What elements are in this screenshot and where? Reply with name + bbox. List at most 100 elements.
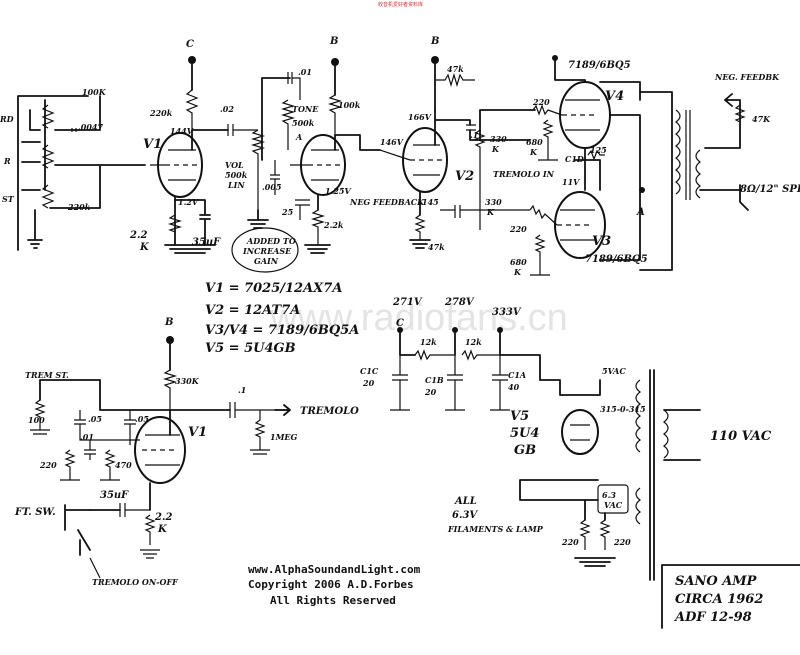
label-c05a: .05 — [88, 414, 102, 424]
label-tremolo-onoff: TREMOLO ON-OFF — [92, 577, 179, 587]
label-v5: V5 — [510, 409, 529, 424]
tube-list-v3v4: V3/V4 = 7189/6BQ5A — [205, 323, 359, 338]
label-12k-2: 12k — [465, 337, 482, 347]
label-node-a: A — [636, 207, 645, 218]
label-c01: .01 — [298, 67, 312, 77]
node-c-terminal — [188, 56, 196, 64]
label-c1b: .1 — [238, 385, 246, 395]
label-271v: 271V — [392, 297, 423, 308]
tone-section: .01 TONE 500k A .005 — [261, 67, 319, 195]
title-circa: CIRCA 1962 — [675, 592, 763, 607]
label-k2: K — [491, 144, 500, 154]
label-neg-feedback: NEG FEEDBACK — [349, 197, 425, 207]
label-tremolo-in: TREMOLO IN — [493, 169, 555, 179]
title-block: SANO AMP CIRCA 1962 ADF 12-98 — [661, 564, 800, 629]
label-5vac: 5VAC — [602, 366, 626, 376]
label-11v: 11V — [562, 177, 580, 187]
label-220c: 220 — [561, 537, 579, 547]
label-c1a: C1A — [508, 370, 526, 380]
label-220: 220 — [532, 97, 550, 107]
label-k1: K — [139, 242, 150, 253]
label-k5: K — [513, 267, 522, 277]
label-tone-500k: 500k — [292, 118, 315, 128]
label-100k: 100k — [338, 100, 361, 110]
label-c05b: .05 — [135, 414, 149, 424]
label-220b: 220 — [509, 224, 527, 234]
label-12k-1: 12k — [420, 337, 437, 347]
label-k4: K — [529, 147, 538, 157]
label-trem-st: TREM ST. — [25, 370, 69, 380]
label-470: 470 — [115, 460, 132, 470]
label-c005: .005 — [262, 182, 282, 192]
label-c1: .1 — [470, 130, 478, 140]
label-all-6-3v: 6.3V — [452, 510, 478, 521]
label-tremolo: TREMOLO — [300, 406, 359, 417]
power-supply: 271V 278V 333V C 12k 12k C1C 20 C1B 20 C… — [360, 297, 772, 581]
label-315: 315-0-315 — [600, 404, 646, 414]
label-vol-500k: 500k — [225, 170, 248, 180]
label-tube-top: 7189/6BQ5 — [568, 60, 631, 71]
label-added: ADDED TO — [246, 236, 296, 246]
label-node-b1: B — [329, 36, 338, 47]
label-333v: 333V — [492, 307, 522, 318]
label-6-3-vac: VAC — [604, 500, 623, 510]
label-spkr: 8Ω/12" SPKR — [740, 184, 800, 195]
label-v5-1: 5U4 — [510, 426, 539, 441]
label-c20b: 20 — [424, 387, 437, 397]
label-220k: 220k — [149, 108, 173, 118]
label-neg-feedbk: NEG. FEEDBK — [714, 72, 780, 82]
label-k3: K — [486, 207, 495, 217]
label-0047: .0047 — [78, 122, 103, 132]
label-lin: LIN — [227, 180, 245, 190]
label-c02: .02 — [220, 104, 234, 114]
label-node-c: C — [186, 39, 194, 50]
label-node-b2: B — [430, 36, 439, 47]
label-tone: TONE — [292, 104, 319, 114]
label-220k-input: 220k — [67, 202, 91, 212]
label-680-1: 680 — [526, 137, 543, 147]
label-filaments: FILAMENTS & LAMP — [447, 524, 544, 534]
label-v3: V3 — [592, 234, 611, 249]
label-c40: 40 — [508, 382, 520, 392]
tube-list-v5: V5 = 5U4GB — [205, 341, 296, 356]
label-2-2k: 2.2k — [323, 220, 344, 230]
label-tone-a: A — [295, 132, 302, 142]
header-logo: 收音机爱好者资料库 — [378, 1, 423, 8]
credit-copyright: Copyright 2006 A.D.Forbes — [248, 578, 414, 591]
label-2-2b: 2.2 — [154, 512, 172, 523]
label-1-25v: 1.25V — [325, 186, 351, 196]
input-section: 100K .0047 220k RD R ST — [0, 87, 146, 251]
label-c01b: .01 — [80, 432, 94, 442]
label-added-2: INCREASE — [242, 246, 292, 256]
tube-v3 — [554, 191, 606, 259]
label-6-3: 6.3 — [602, 490, 616, 500]
tube-list-v2: V2 = 12AT7A — [205, 303, 300, 318]
label-680-2: 680 — [510, 257, 527, 267]
label-47k-fb: 47K — [752, 114, 771, 124]
label-100: 100 — [28, 415, 45, 425]
label-c1d: C1D — [565, 154, 584, 164]
v1b-stage: B 100k 1.25V 2.2k NEG FEEDBACK 25 ADDED … — [231, 36, 425, 273]
label-35uf: 35uF — [192, 237, 221, 248]
tube-list: V1 = 7025/12AX7A V2 = 12AT7A V3/V4 = 718… — [205, 281, 359, 356]
label-110vac: 110 VAC — [710, 429, 772, 444]
label-47k: 47k — [447, 64, 464, 74]
label-ft-sw: FT. SW. — [14, 507, 56, 518]
label-v1: V1 — [143, 137, 162, 152]
label-144v: 144V — [170, 126, 194, 136]
label-all: ALL — [454, 496, 477, 507]
label-330-2: 330 — [485, 197, 502, 207]
tube-v5 — [561, 409, 599, 455]
label-2-2: 2.2 — [129, 230, 147, 241]
label-47k-2: 47k — [428, 242, 445, 252]
tube-list-v1: V1 = 7025/12AX7A — [205, 281, 342, 296]
title-sano: SANO AMP — [675, 574, 758, 589]
label-c20a: 20 — [362, 378, 375, 388]
label-kb: K — [157, 524, 168, 535]
label-166v: 166V — [408, 112, 432, 122]
label-c1c: C1C — [360, 366, 379, 376]
label-125: 125 — [590, 145, 607, 155]
credits: www.AlphaSoundandLight.com Copyright 200… — [248, 563, 421, 607]
label-145: 145 — [422, 197, 439, 207]
